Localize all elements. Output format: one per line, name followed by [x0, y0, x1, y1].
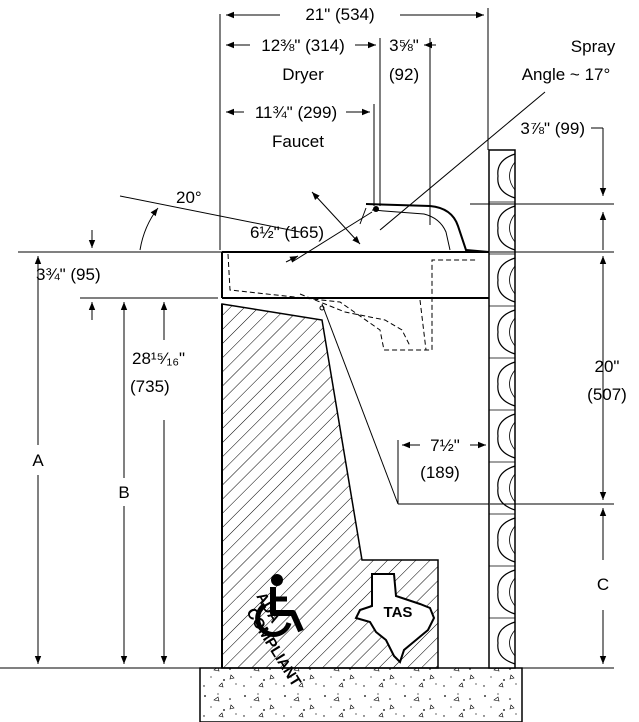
wall-block-inner — [509, 161, 516, 191]
knee-height-mm-label: (735) — [130, 377, 170, 396]
wall-block — [497, 465, 516, 511]
wall-block-inner — [509, 317, 516, 347]
wheelchair-icon — [255, 574, 304, 637]
wall-block-inner — [509, 369, 516, 399]
overall-width-label: 21" (534) — [305, 5, 374, 24]
tilt-angle-label: 20° — [176, 188, 202, 207]
wall-block — [497, 153, 516, 199]
dryer-distance-label: 12⅜" (314) — [261, 36, 345, 55]
wall-block — [497, 569, 516, 615]
wall-section — [488, 149, 516, 669]
basin-outline — [227, 253, 478, 351]
wall-block-inner — [509, 473, 516, 503]
wall-block — [497, 413, 516, 459]
spout-width-label: 3⅝" — [389, 36, 419, 55]
floor-slab — [0, 667, 523, 722]
spout-width-mm-label: (92) — [389, 65, 419, 84]
dryer-label: Dryer — [282, 65, 324, 84]
clearance-label: 7½" — [430, 436, 460, 455]
deck-thickness-label: 3¾" (95) — [36, 265, 101, 284]
mount-height-label: 20" — [595, 357, 620, 376]
wall-block-inner — [509, 265, 516, 295]
faucet-label: Faucet — [272, 132, 324, 151]
wall-block — [497, 309, 516, 355]
wall-block — [497, 517, 516, 563]
dimension-b-label: B — [118, 483, 129, 502]
countertop — [219, 14, 489, 668]
drain-line — [319, 303, 489, 505]
dimension-c-label: C — [597, 575, 609, 594]
dimension-lines — [18, 8, 614, 669]
wall-block-inner — [509, 525, 516, 555]
wall-block-inner — [509, 577, 516, 607]
spray-label-line1: Spray — [571, 37, 616, 56]
wall-block — [497, 205, 516, 251]
tas-badge: TAS — [354, 573, 436, 664]
top-offset-label: 3⅞" (99) — [520, 119, 585, 138]
wall-block — [497, 257, 516, 303]
tas-text: TAS — [384, 604, 413, 621]
faucet-dryer-spout — [365, 203, 490, 253]
wall-block-inner — [509, 213, 516, 243]
wall-block — [497, 621, 516, 665]
dimension-labels: 21" (534) 12⅜" (314) Dryer 3⅝" (92) Spra… — [32, 5, 627, 594]
faucet-distance-label: 11¾" (299) — [255, 103, 337, 122]
dimension-a-label: A — [32, 451, 44, 470]
texas-state-icon — [354, 573, 436, 664]
wall-block — [497, 361, 516, 407]
spray-label-line2: Angle ~ 17° — [522, 65, 611, 84]
basin-reach-label: 6½" (165) — [250, 223, 324, 242]
wall-block-inner — [509, 629, 516, 657]
clearance-mm-label: (189) — [420, 463, 460, 482]
knee-height-label: 28¹⁵⁄₁₆" — [132, 349, 185, 368]
wall-block-inner — [509, 421, 516, 451]
mount-height-mm-label: (507) — [587, 385, 627, 404]
